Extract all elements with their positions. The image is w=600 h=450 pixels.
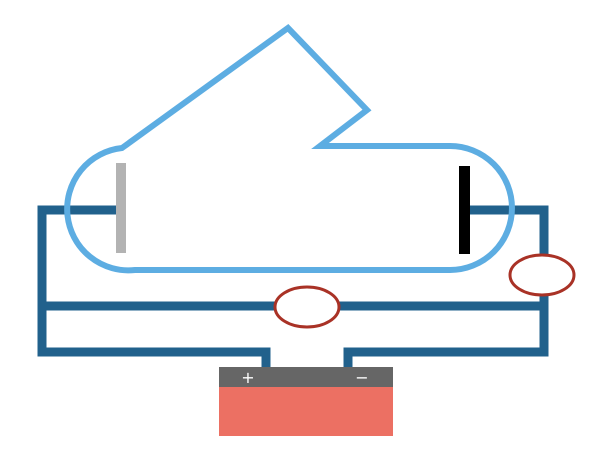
battery-positive-label: + [241,368,254,387]
left-electrode [116,163,126,253]
right-wire [343,205,549,370]
voltmeter-icon [508,253,576,297]
right-electrode [459,166,470,254]
battery-body [219,387,393,436]
battery-terminal-strip [219,367,393,387]
ammeter-icon [273,285,341,329]
battery-icon: + − [219,367,393,436]
battery-negative-label: − [355,368,368,387]
discharge-tube-outline [64,24,515,274]
